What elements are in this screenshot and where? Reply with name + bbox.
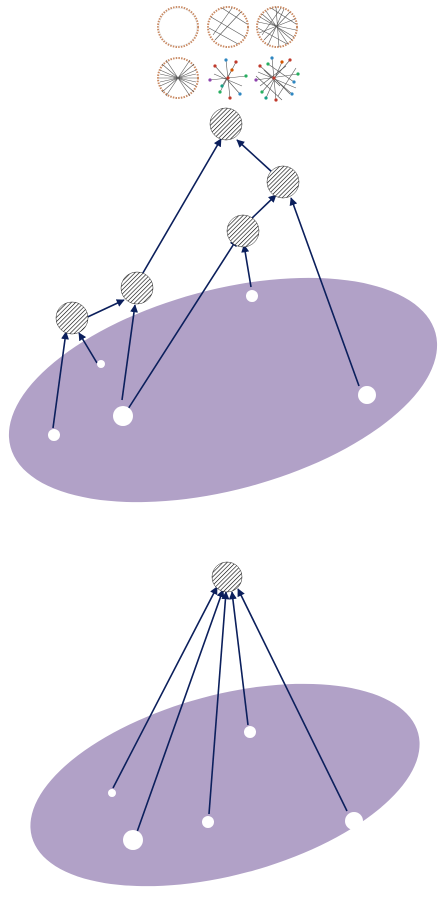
dense-random-graph-thumbnail	[254, 56, 299, 101]
aggregate-node-leaf-group	[56, 302, 88, 334]
leaf-node	[244, 726, 256, 738]
edge	[249, 195, 276, 221]
bipartite-graph-thumbnail	[158, 58, 198, 98]
thumbnail-row-2	[158, 56, 300, 101]
aggregate-node-left-branch	[121, 272, 153, 304]
aggregate-node-root-bottom	[212, 562, 242, 592]
leaf-node	[113, 406, 133, 426]
edge	[140, 139, 221, 278]
ring-graph-thumbnail	[158, 7, 198, 47]
edge	[244, 245, 251, 287]
leaf-node	[97, 360, 105, 368]
leaf-node	[345, 812, 363, 830]
aggregate-node-mid-right	[267, 166, 299, 198]
thumbnail-row-1	[158, 7, 297, 47]
dense-graph-thumbnail	[257, 7, 297, 47]
hierarchical-aggregation-diagram	[0, 108, 439, 544]
community-ellipse-bottom	[9, 646, 439, 902]
leaf-node	[358, 386, 376, 404]
sparse-graph-thumbnail	[208, 7, 248, 47]
leaf-node	[246, 290, 258, 302]
flat-aggregation-diagram	[9, 562, 439, 902]
leaf-node	[123, 830, 143, 850]
leaf-node	[48, 429, 60, 441]
edge	[237, 140, 272, 172]
leaf-node	[108, 789, 116, 797]
random-graph-thumbnail	[208, 58, 247, 99]
aggregate-node-root	[210, 108, 242, 140]
aggregate-node-mid	[227, 215, 259, 247]
leaf-node	[202, 816, 214, 828]
